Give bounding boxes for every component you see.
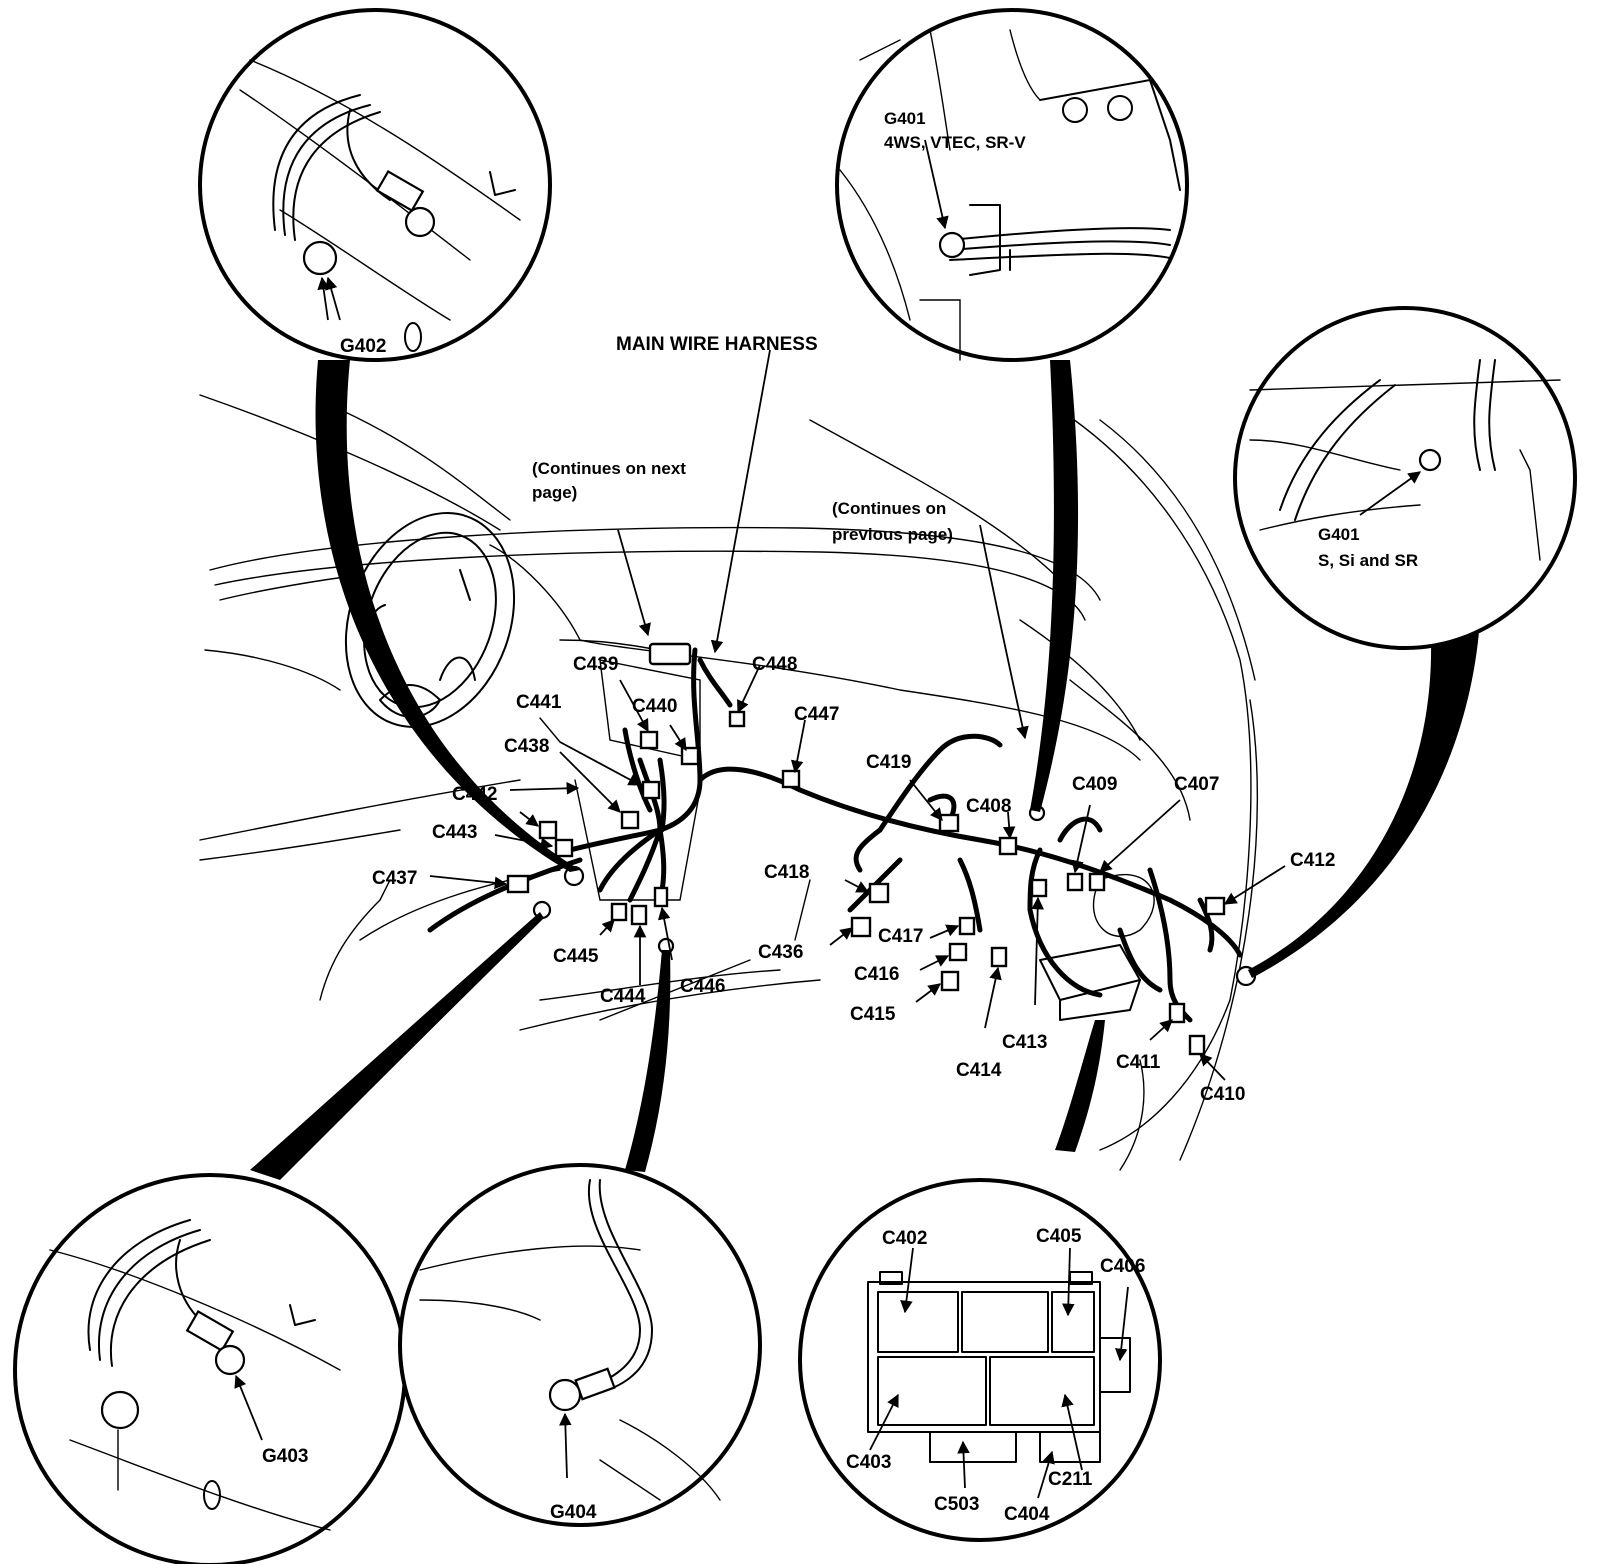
label-c448: C448: [752, 654, 797, 675]
label-c437: C437: [372, 868, 417, 889]
label-c408: C408: [966, 796, 1011, 817]
detail-circle-g403: [13, 1173, 407, 1564]
connector-c414: [990, 946, 1008, 968]
detail-circle-g401-s: [1233, 306, 1577, 650]
connector-c416: [948, 942, 968, 962]
connector-top: [648, 642, 692, 666]
label-c419: C419: [866, 752, 911, 773]
label-c439: C439: [573, 654, 618, 675]
label-c440: C440: [632, 696, 677, 717]
connector-c410: [1188, 1034, 1206, 1056]
connector-c409: [1066, 872, 1084, 892]
connector-c438b: [620, 810, 640, 830]
connector-c411: [1168, 1002, 1186, 1024]
connector-c407: [1088, 872, 1106, 892]
detail-circle-g402: [198, 8, 552, 362]
label-g404: G404: [550, 1502, 597, 1523]
connector-c437: [506, 874, 530, 894]
label-c411: C411: [1116, 1052, 1161, 1073]
detail-circle-g404: [398, 1163, 762, 1527]
label-c402: C402: [882, 1228, 927, 1249]
main-wire-harness: [427, 647, 1243, 1023]
detail-leaders: [250, 360, 1480, 1180]
label-c445: C445: [553, 946, 599, 967]
continues-next-line1: (Continues on next: [532, 459, 686, 478]
connector-c445: [610, 902, 628, 922]
label-c407: C407: [1174, 774, 1219, 795]
label-c438: C438: [504, 736, 549, 757]
label-c443: C443: [432, 822, 477, 843]
label-c444: C444: [600, 986, 646, 1007]
connector-c436: [850, 916, 872, 938]
connector-c448: [728, 710, 746, 728]
continues-prev-line1: (Continues on: [832, 499, 946, 518]
connector-c446a: [653, 886, 669, 908]
connector-c439: [639, 730, 659, 750]
label-g401-a-line1: G401: [884, 109, 926, 128]
label-leaders: [429, 349, 1286, 1081]
label-c418: C418: [764, 862, 809, 883]
detail-circle-g401-4ws: [835, 8, 1189, 362]
main-harness-label: MAIN WIRE HARNESS: [616, 334, 818, 355]
label-c211: C211: [1048, 1469, 1093, 1490]
label-c446: C446: [680, 976, 725, 997]
connector-c418: [868, 882, 890, 904]
connector-c444: [630, 904, 648, 926]
label-g401-b-line2: S, Si and SR: [1318, 551, 1418, 570]
connector-c412: [1204, 896, 1226, 916]
label-c503: C503: [934, 1494, 979, 1515]
connector-c408: [998, 836, 1018, 856]
label-c404: C404: [1004, 1504, 1050, 1525]
label-g401-a-line2: 4WS, VTEC, SR-V: [884, 133, 1026, 152]
connector-c447: [781, 769, 801, 789]
label-c442: C442: [452, 784, 497, 805]
connector-c413: [1030, 878, 1048, 898]
connector-c440: [680, 746, 700, 766]
label-c412: C412: [1290, 850, 1335, 871]
label-c410: C410: [1200, 1084, 1245, 1105]
label-c413: C413: [1002, 1032, 1047, 1053]
fuse-block: [1039, 944, 1141, 1021]
label-c403: C403: [846, 1452, 891, 1473]
continues-next-line2: page): [532, 483, 577, 502]
label-c409: C409: [1072, 774, 1117, 795]
detail-circle-relay-box: [798, 1178, 1162, 1542]
continues-prev-line2: previous page): [832, 525, 953, 544]
label-c414: C414: [956, 1060, 1002, 1081]
connector-c438a: [641, 780, 661, 800]
label-g401-b-line1: G401: [1318, 525, 1360, 544]
label-g402: G402: [340, 336, 386, 357]
label-c406: C406: [1100, 1256, 1145, 1277]
connector-c442: [538, 820, 558, 840]
label-g403: G403: [262, 1446, 308, 1467]
label-c415: C415: [850, 1004, 896, 1025]
connector-c419: [938, 813, 960, 833]
label-c417: C417: [878, 926, 923, 947]
label-c416: C416: [854, 964, 899, 985]
connector-c443: [554, 838, 574, 858]
text-labels: MAIN WIRE HARNESS (Continues on next pag…: [262, 109, 1418, 1525]
label-c441: C441: [516, 692, 562, 713]
label-c436: C436: [758, 942, 803, 963]
label-c405: C405: [1036, 1226, 1082, 1247]
label-c447: C447: [794, 704, 839, 725]
connector-c415: [940, 970, 960, 992]
connector-c417: [958, 916, 976, 936]
